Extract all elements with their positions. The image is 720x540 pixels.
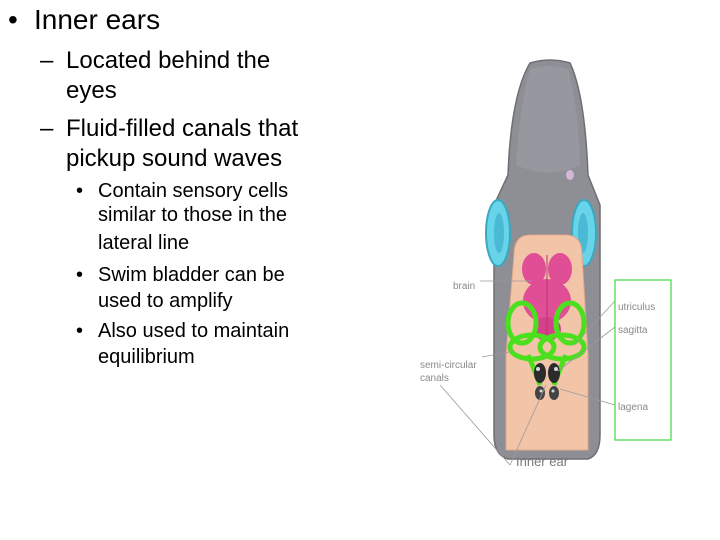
label-utriculus: utriculus — [618, 302, 655, 313]
inner-ear-diagram: brain semi-circular canals utriculus sag… — [420, 59, 672, 469]
left-eye-inner — [494, 213, 504, 253]
bullet-marker: • — [8, 4, 18, 35]
point-sensory-line3: lateral line — [98, 232, 190, 254]
sub-bullet-located-line1: Located behind the — [66, 47, 271, 74]
point-sensory-line2: similar to those in the — [98, 204, 287, 226]
point-sensory-line1: Contain sensory cells — [98, 180, 289, 202]
otolith-sacs — [534, 363, 560, 400]
label-caption: Inner ear — [516, 454, 569, 469]
label-sagitta: sagitta — [618, 325, 648, 336]
point-swim-line2: used to amplify — [98, 290, 233, 312]
sub-bullet-located-line2: eyes — [66, 77, 117, 104]
sub-bullet-fluid-line1: Fluid-filled canals that — [66, 115, 299, 142]
dash-marker: – — [40, 115, 54, 142]
bullet-marker: • — [76, 320, 84, 342]
bullet-marker: • — [76, 264, 84, 286]
snout-spot — [566, 170, 574, 180]
label-pointers — [439, 280, 616, 466]
fish-snout — [516, 66, 580, 173]
label-brain: brain — [453, 281, 475, 292]
label-lagena: lagena — [618, 402, 648, 413]
point-swim-line1: Swim bladder can be — [98, 264, 285, 286]
point-equilibrium-line1: Also used to maintain — [98, 320, 290, 342]
label-canals: canals — [420, 373, 449, 384]
sub-bullet-fluid-line2: pickup sound waves — [66, 145, 283, 172]
point-equilibrium-line2: equilibrium — [98, 346, 195, 368]
label-semicircular: semi-circular — [420, 360, 477, 371]
label-box — [614, 279, 672, 441]
right-eye-inner — [578, 213, 588, 253]
slide-title-bullet: Inner ears — [34, 4, 161, 35]
dash-marker: – — [40, 47, 54, 74]
bullet-marker: • — [76, 180, 84, 202]
